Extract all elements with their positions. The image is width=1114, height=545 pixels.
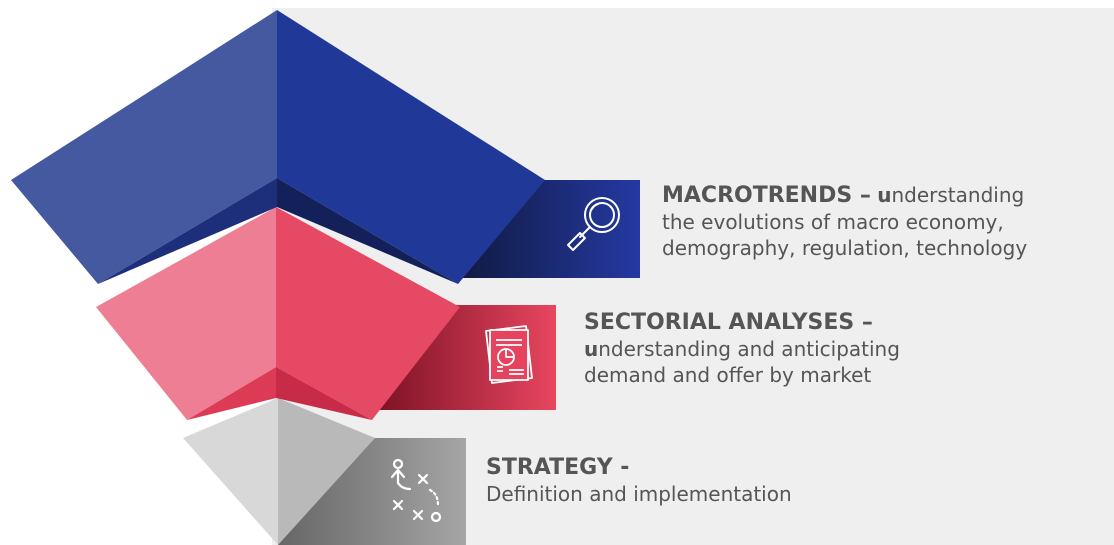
sectorial-pyramid-bottom-left [187,367,276,420]
sectorial-layer [96,207,556,420]
sectorial-pyramid-bottom-right [276,367,372,420]
macrotrends-pyramid-bottom-left [98,178,277,284]
sectorial-lead-letter: u [584,337,599,361]
macrotrends-line3: demography, regulation, technology [662,236,1028,260]
macrotrends-line2: the evolutions of macro economy, [662,210,1004,234]
macrotrends-pyramid-left-face [11,10,277,284]
sectorial-heading: SECTORIAL ANALYSES – [584,310,873,335]
sectorial-line2: demand and offer by market [584,363,872,387]
macrotrends-text: MACROTRENDS – understanding the evolutio… [662,182,1027,261]
strategy-play-icon [390,458,442,523]
macrotrends-line1-rest: nderstanding [891,183,1025,207]
strategy-text: STRATEGY - Definition and implementation [486,455,792,507]
strategy-layer [183,398,466,545]
sectorial-line1-rest: nderstanding and anticipating [598,337,900,361]
sectorial-pyramid-right-face [276,207,460,420]
sectorial-line1: understanding and anticipating [584,336,900,362]
sectorial-text: SECTORIAL ANALYSES – understanding and a… [584,310,900,388]
strategy-heading: STRATEGY - [486,455,630,480]
macrotrends-pyramid-right-face [277,10,545,284]
macrotrends-heading: MACROTRENDS – [662,183,871,208]
strategy-line1: Definition and implementation [486,482,792,506]
macrotrends-lead-letter: u [877,183,892,207]
strategy-pyramid-left-face [183,398,278,545]
macrotrends-pyramid-bottom-right [277,178,458,284]
strategy-pyramid-right-face [278,398,375,545]
macrotrends-line1: MACROTRENDS – understanding [662,182,1027,209]
report-document-icon [485,325,533,384]
sectorial-pyramid-left-face [96,207,276,420]
magnifier-icon [567,197,620,251]
